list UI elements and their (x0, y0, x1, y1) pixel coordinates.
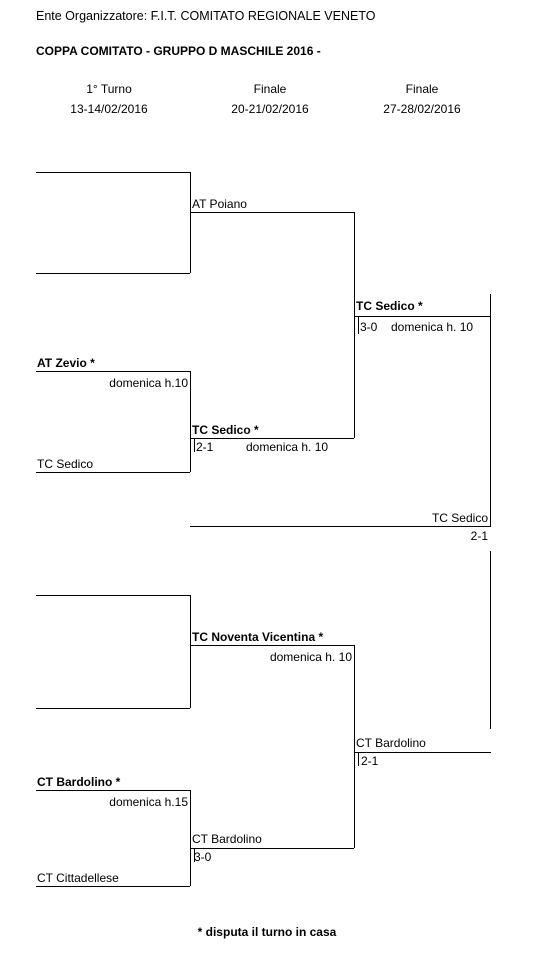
bracket-line (36, 595, 190, 596)
winner-label: TC Sedico (431, 511, 488, 525)
bracket-line (36, 472, 190, 473)
round-3-dates: 27-28/02/2016 (383, 102, 461, 116)
page-title: COPPA COMITATO - GRUPPO D MASCHILE 2016 … (36, 44, 321, 58)
team-label: TC Sedico * (192, 423, 259, 437)
round-3-name: Finale (405, 82, 439, 96)
organizer-text: Ente Organizzatore: F.I.T. COMITATO REGI… (36, 9, 376, 23)
score-label: 2-1 (361, 754, 379, 768)
team-label: TC Sedico * (356, 299, 423, 313)
round-2-name: Finale (253, 82, 287, 96)
bracket-line (36, 371, 190, 372)
team-label: CT Bardolino * (37, 775, 121, 789)
bracket-line (190, 790, 191, 886)
bracket-line (490, 294, 491, 526)
team-label: CT Bardolino (356, 736, 426, 750)
score-label: 2-1 (196, 440, 214, 454)
bracket-line (190, 848, 354, 849)
team-label: TC Sedico (37, 457, 94, 471)
schedule-note: domenica h.10 (109, 376, 188, 390)
score-tick (194, 848, 195, 862)
schedule-note: domenica h.15 (109, 795, 188, 809)
bracket-line (490, 551, 491, 729)
bracket-line (354, 645, 355, 848)
bracket-line (190, 438, 354, 439)
team-label: AT Zevio * (37, 356, 95, 370)
bracket-line (36, 273, 190, 274)
footer-note: * disputa il turno in casa (197, 925, 337, 939)
team-label: CT Cittadellese (37, 871, 119, 885)
bracket-line (190, 526, 491, 527)
team-label: CT Bardolino (192, 832, 262, 846)
bracket-line (190, 645, 354, 646)
bracket-line (36, 172, 190, 173)
schedule-note: domenica h. 10 (246, 440, 329, 454)
score-tick (194, 438, 195, 452)
round-1-dates: 13-14/02/2016 (70, 102, 148, 116)
bracket-line (354, 316, 491, 317)
round-1-name: 1° Turno (86, 82, 132, 96)
bracket-line (190, 212, 354, 213)
team-label: AT Poiano (192, 197, 247, 211)
schedule-note: domenica h. 10 (391, 320, 474, 334)
score-label: 3-0 (360, 320, 378, 334)
score-label: 3-0 (194, 850, 212, 864)
winner-score: 2-1 (470, 529, 488, 543)
score-tick (358, 316, 359, 334)
bracket-line (36, 790, 190, 791)
round-2-dates: 20-21/02/2016 (231, 102, 309, 116)
team-label: TC Noventa Vicentina * (192, 630, 324, 644)
bracket-line (354, 752, 491, 753)
schedule-note: domenica h. 10 (269, 650, 352, 664)
bracket-line (190, 371, 191, 472)
bracket-line (190, 595, 191, 708)
bracket-line (36, 708, 190, 709)
bracket-line (36, 886, 190, 887)
bracket-line (354, 212, 355, 438)
bracket-line (190, 172, 191, 273)
score-tick (358, 752, 359, 766)
